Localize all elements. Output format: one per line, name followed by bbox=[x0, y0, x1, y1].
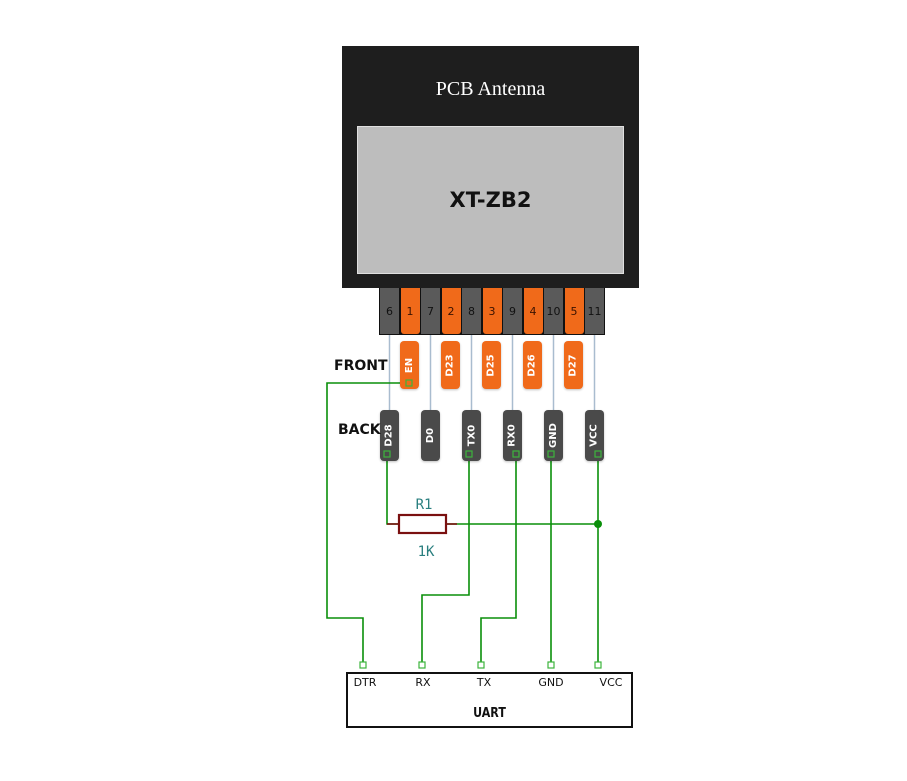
uart-pin-label: TX bbox=[476, 676, 492, 689]
resistor-body bbox=[397, 513, 448, 535]
pin-marker bbox=[418, 661, 426, 669]
uart-pin-label: RX bbox=[415, 676, 431, 689]
front-label: FRONT bbox=[334, 358, 388, 374]
pin-header: 8 bbox=[462, 288, 481, 334]
uart-block: UART bbox=[346, 672, 633, 728]
pin-header: 2 bbox=[441, 288, 461, 334]
pin-header: 6 bbox=[380, 288, 399, 334]
wire-rx0-tx bbox=[480, 457, 517, 662]
back-tag: TX0 bbox=[462, 410, 481, 461]
xt-zb2-module: PCB Antenna XT-ZB2 bbox=[342, 46, 639, 288]
pin-marker bbox=[547, 661, 555, 669]
front-tag: D23 bbox=[441, 341, 460, 389]
back-label: BACK bbox=[338, 422, 381, 438]
resistor-value: 1K bbox=[417, 544, 435, 560]
chip-label: XT-ZB2 bbox=[449, 188, 532, 212]
chip-shield: XT-ZB2 bbox=[357, 126, 624, 274]
resistor-ref: R1 bbox=[415, 497, 433, 513]
back-tag: D28 bbox=[380, 410, 399, 461]
pin-header: 4 bbox=[523, 288, 543, 334]
front-tag: D26 bbox=[523, 341, 542, 389]
pin-marker bbox=[594, 661, 602, 669]
front-tag: EN bbox=[400, 341, 419, 389]
back-tag: VCC bbox=[585, 410, 604, 461]
uart-pin-label: DTR bbox=[353, 676, 377, 689]
pin-header: 3 bbox=[482, 288, 502, 334]
junction-dot bbox=[594, 520, 602, 528]
back-tag: RX0 bbox=[503, 410, 522, 461]
pin-header: 5 bbox=[564, 288, 584, 334]
pin-header: 9 bbox=[503, 288, 522, 334]
wire-d28-r1 bbox=[386, 457, 398, 525]
pin-header: 7 bbox=[421, 288, 440, 334]
back-tag: D0 bbox=[421, 410, 440, 461]
pin-header: 11 bbox=[585, 288, 604, 334]
front-tag: D27 bbox=[564, 341, 583, 389]
pin-header: 1 bbox=[400, 288, 420, 334]
front-tag: D25 bbox=[482, 341, 501, 389]
pin-header: 10 bbox=[544, 288, 563, 334]
antenna-label: PCB Antenna bbox=[435, 78, 546, 100]
uart-pin-label: VCC bbox=[599, 676, 623, 689]
pin-marker bbox=[477, 661, 485, 669]
uart-title: UART bbox=[473, 706, 506, 721]
uart-pin-label: GND bbox=[538, 676, 564, 689]
back-tag: GND bbox=[544, 410, 563, 461]
pin-marker bbox=[359, 661, 367, 669]
